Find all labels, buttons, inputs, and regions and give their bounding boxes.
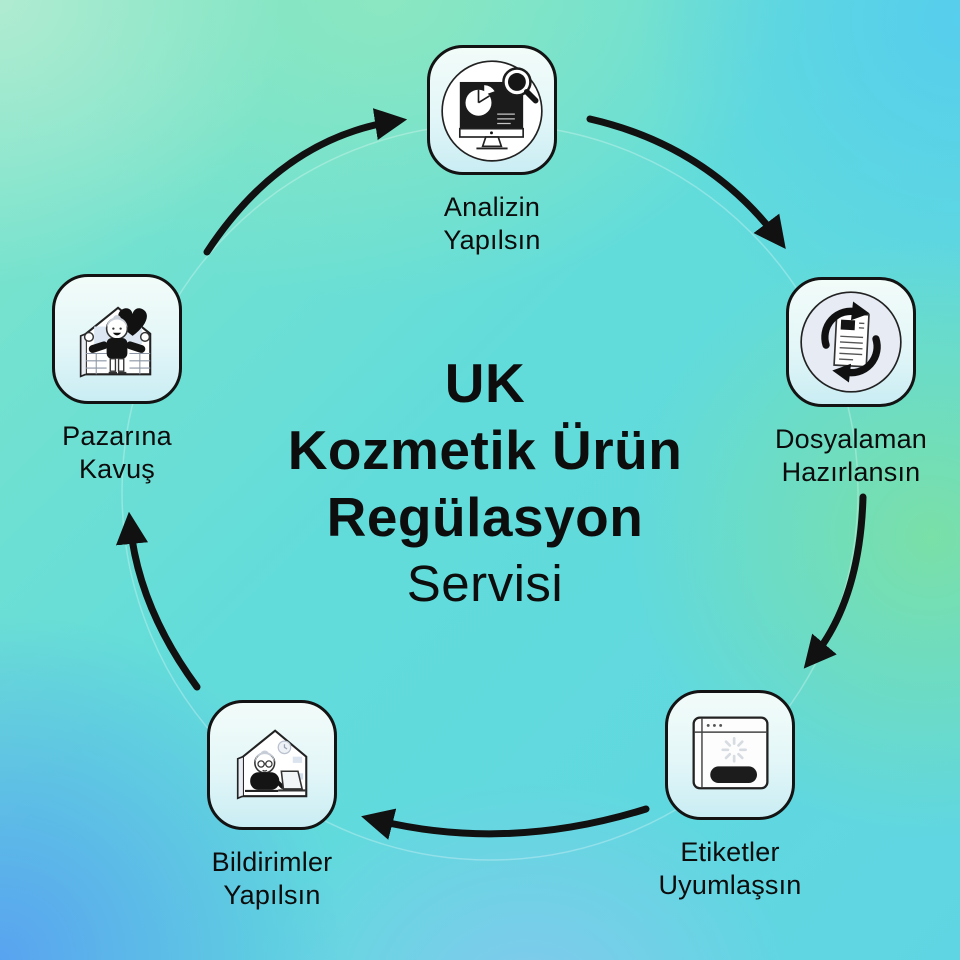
person-working-home-icon [236,729,308,800]
person-house-heart-icon [79,306,152,378]
step-dossier-card [786,277,916,407]
step-labels-label-line2: Uyumlaşsın [658,870,802,900]
title-line: UK [444,352,526,414]
step-dossier-label-line1: Dosyalaman [774,424,928,454]
browser-label-loading-icon [692,716,769,790]
step-notification-label-line2: Yapılsın [223,880,321,910]
step-analysis-card [427,45,557,175]
step-analysis-label: Analizin Yapılsın [377,191,607,257]
arrow-analysis-to-dossier [586,115,786,249]
step-market-card [52,274,182,404]
title-line: Kozmetik Ürün [287,419,683,481]
step-dossier: Dosyalaman Hazırlansın [736,277,960,489]
step-market: Pazarına Kavuş [2,274,232,486]
step-dossier-label-line2: Hazırlansın [781,457,921,487]
step-notification-label: Bildirimler Yapılsın [157,846,387,912]
arrow-labels-to-notification [361,805,650,840]
step-analysis-label-line2: Yapılsın [443,225,541,255]
step-labels: Etiketler Uyumlaşsın [615,690,845,902]
title-line: Regülasyon [326,486,644,548]
step-market-label-line2: Kavuş [78,454,156,484]
step-market-label-line1: Pazarına [62,421,172,451]
step-analysis-label-line1: Analizin [443,192,541,222]
step-market-label: Pazarına Kavuş [2,420,232,486]
step-labels-label-line1: Etiketler [680,837,780,867]
step-dossier-label: Dosyalaman Hazırlansın [736,423,960,489]
step-labels-label: Etiketler Uyumlaşsın [615,836,845,902]
monitor-piechart-magnifier-icon [441,60,543,162]
arrow-market-to-analysis [203,108,408,256]
step-notification-card [207,700,337,830]
page-title: UK Kozmetik Ürün Regülasyon Servisi [125,350,845,617]
step-labels-card [665,690,795,820]
document-refresh-icon [800,291,902,393]
step-notification: Bildirimler Yapılsın [157,700,387,912]
step-analysis: Analizin Yapılsın [377,45,607,257]
step-notification-label-line1: Bildirimler [211,847,333,877]
title-subtitle: Servisi [406,555,564,612]
